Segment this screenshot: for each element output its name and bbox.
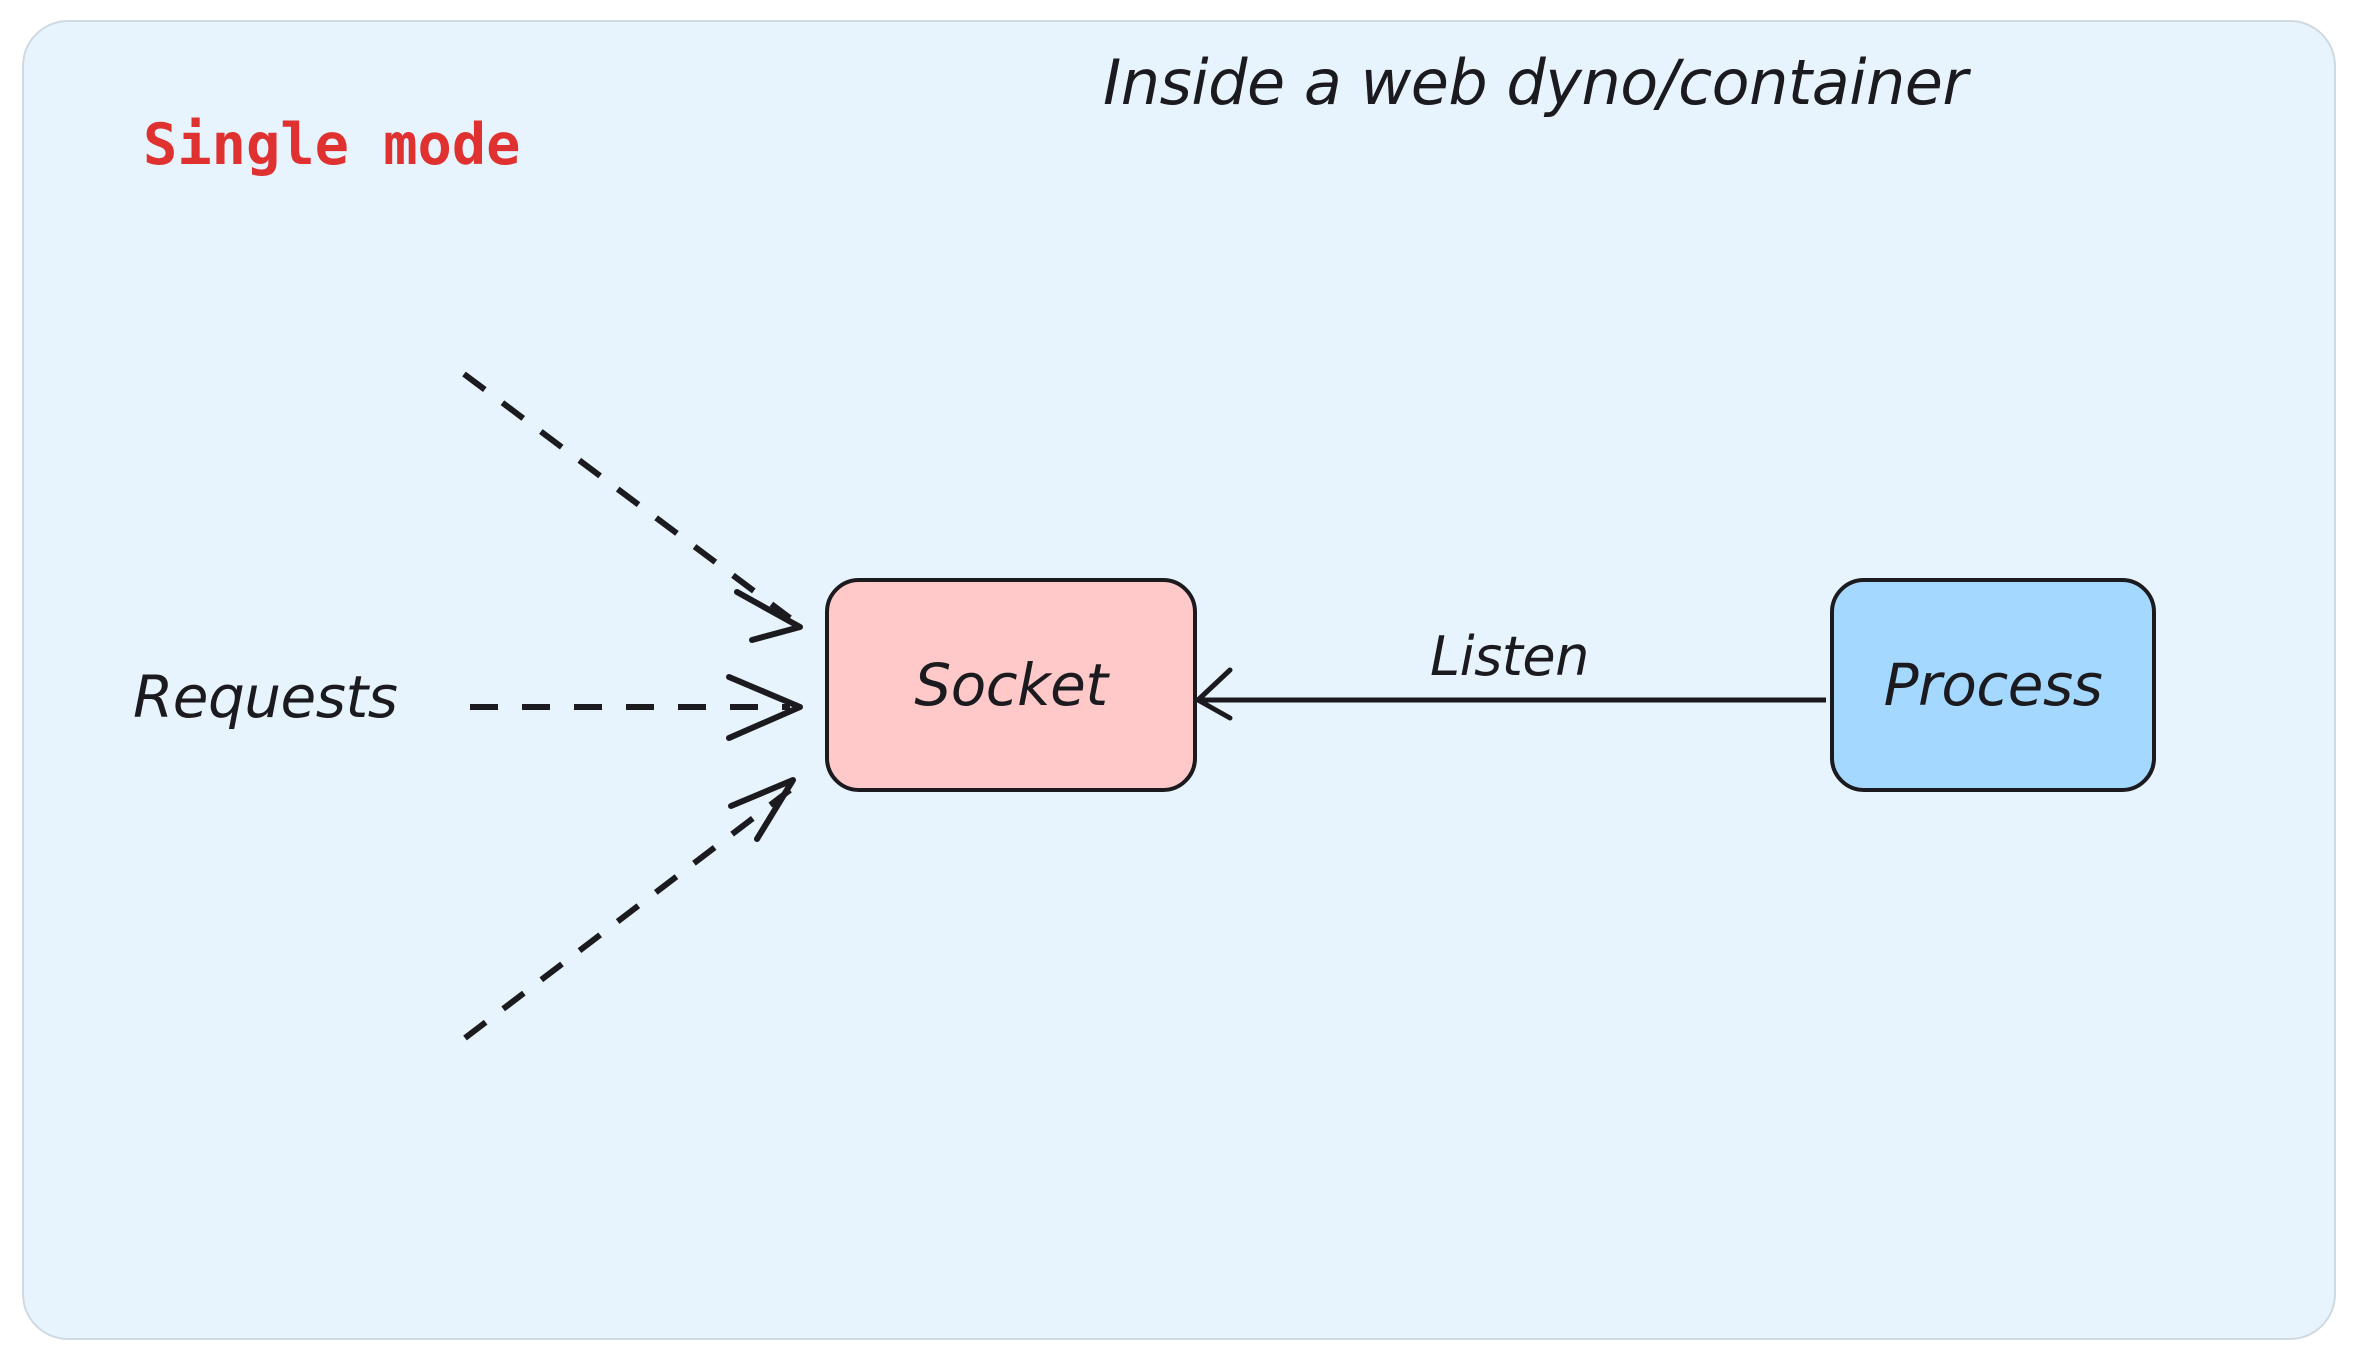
node-socket-label: Socket — [914, 651, 1108, 719]
container-title: Inside a web dyno/container — [1103, 46, 1968, 119]
mode-title: Single mode — [143, 112, 521, 178]
listen-label: Listen — [1430, 625, 1589, 688]
node-process[interactable]: Process — [1830, 578, 2156, 792]
requests-label: Requests — [133, 663, 398, 731]
node-socket[interactable]: Socket — [825, 578, 1197, 792]
node-process-label: Process — [1883, 651, 2103, 719]
